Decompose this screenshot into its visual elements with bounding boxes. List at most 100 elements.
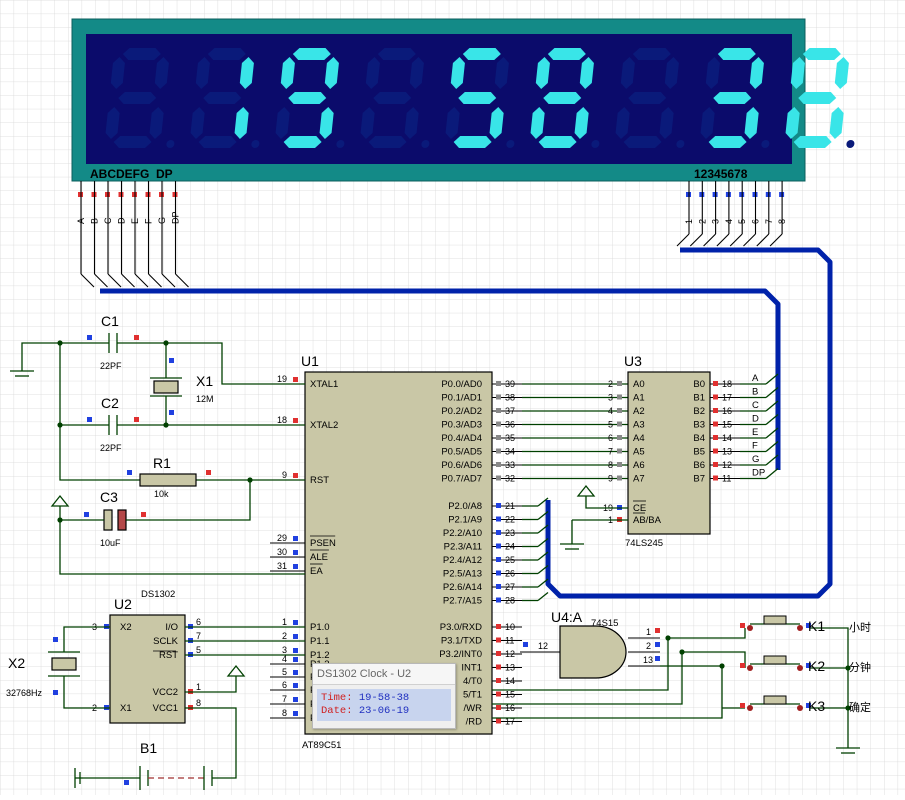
resistor-r1[interactable]: R1 10k [127,455,211,499]
u3-pin-num: 15 [722,420,732,430]
dig-pin-label: 8 [777,219,787,224]
crystal-x1[interactable]: X1 12M [150,358,214,415]
u1-pin-num: 7 [282,694,287,704]
dig-pin-label: 6 [751,219,761,224]
dig-pin-label: 5 [737,219,747,224]
pin-marker [617,394,622,400]
capacitor-c2[interactable]: C2 22PF [87,395,139,453]
u3-pin-num: 13 [722,447,732,457]
bus-label: E [752,427,758,438]
pin-marker [740,703,745,708]
u2-pin-num: 5 [196,645,201,655]
decimal-point [676,140,685,148]
battery-b1[interactable]: B1 [124,740,213,790]
u1-pin-name: P2.4/A12 [443,555,482,566]
u2-pin-name: X1 [120,703,132,714]
pin-marker [617,435,622,440]
segment-c [574,107,589,139]
u1-pin-name: P2.0/A8 [448,501,482,512]
segment-g [288,92,327,104]
u1-pin-num: 33 [505,460,515,470]
u1-pin-name: P1.2 [310,650,330,661]
pin-marker [740,623,745,628]
pin-marker [713,381,718,386]
popup-time-row: Time: 19-58-38 [321,692,447,705]
u1-right-pins: 39P0.0/AD038P0.1/AD137P0.2/AD236P0.3/AD3… [439,379,522,728]
wire-ea [59,520,305,575]
pin-marker [496,705,501,710]
bus-entry [765,427,779,439]
u1-pin-name: 5/T1 [463,690,482,701]
u1-pin-name: P2.6/A14 [443,582,482,593]
u1-pin-num: 22 [505,515,515,525]
u2-pin-name: RST [159,650,178,661]
popup-title[interactable]: DS1302 Clock - U2 [313,664,455,685]
pin-marker [53,637,58,642]
segment-label: ABCDEFG DP [90,167,173,181]
pin-marker [127,470,132,475]
power-arrow-icon [50,494,70,507]
segment-c [659,107,674,139]
bus-entry [537,564,549,575]
pin-marker [496,435,501,440]
segment-e [105,107,120,139]
seg-pin-bend [148,273,162,288]
u1-pin-num: 15 [505,690,515,700]
key-ref: K3 [808,698,825,714]
pin-marker [713,435,718,440]
u1-pin-num: 14 [505,676,515,686]
u3-pin-num: 17 [722,393,732,403]
segment-f [195,57,210,89]
pin-marker [293,683,298,688]
u1-pin-num: 32 [505,474,515,484]
digit-3 [275,48,345,148]
u3-pin-num: 18 [722,379,732,389]
bus-entry [765,468,779,479]
pin-marker [496,543,501,549]
popup-date-label: Date: [321,705,353,717]
seg-pin-bend [107,273,122,288]
u1-pin-name: P0.5/AD5 [441,447,482,458]
key-ref: K2 [808,658,825,674]
pin-marker [293,670,298,675]
segment-c [149,107,164,139]
contact [747,705,753,711]
junction [57,422,63,428]
u2-pin-name: I/O [165,622,178,633]
r1-value: 10k [154,489,169,499]
u3-pin-name: B0 [693,379,705,390]
pin-marker [713,408,718,413]
crystal-x2[interactable]: X2 32768Hz [6,637,80,698]
pin-marker [496,381,501,386]
segment-e [785,107,800,139]
u3-pin-num: 3 [608,393,613,403]
ds1302-popup[interactable]: DS1302 Clock - U2 Time: 19-58-38 Date: 2… [312,663,456,729]
segment-f [790,57,805,89]
u4-and-gate[interactable]: U4:A 74S15 1 2 13 12 [520,609,660,679]
capacitor-c3[interactable]: C3 10uF [84,489,146,548]
segment-g [713,92,752,104]
u1-pin-num: 6 [282,680,287,690]
pin-marker [617,475,622,481]
segment-c [404,107,419,139]
u3-pin-num: 14 [722,433,732,443]
decimal-point [336,140,345,148]
capacitor-c1[interactable]: C1 22PF [87,313,139,371]
u1-pin-num: 28 [505,596,515,606]
decimal-point [846,140,855,148]
segment-d [538,136,577,148]
seg-pin-bend [161,273,176,288]
pin-marker [124,780,129,785]
c3-value: 10uF [100,538,121,548]
u1-pin-num: 34 [505,447,515,457]
u1-pin-name: P1.1 [310,636,330,647]
